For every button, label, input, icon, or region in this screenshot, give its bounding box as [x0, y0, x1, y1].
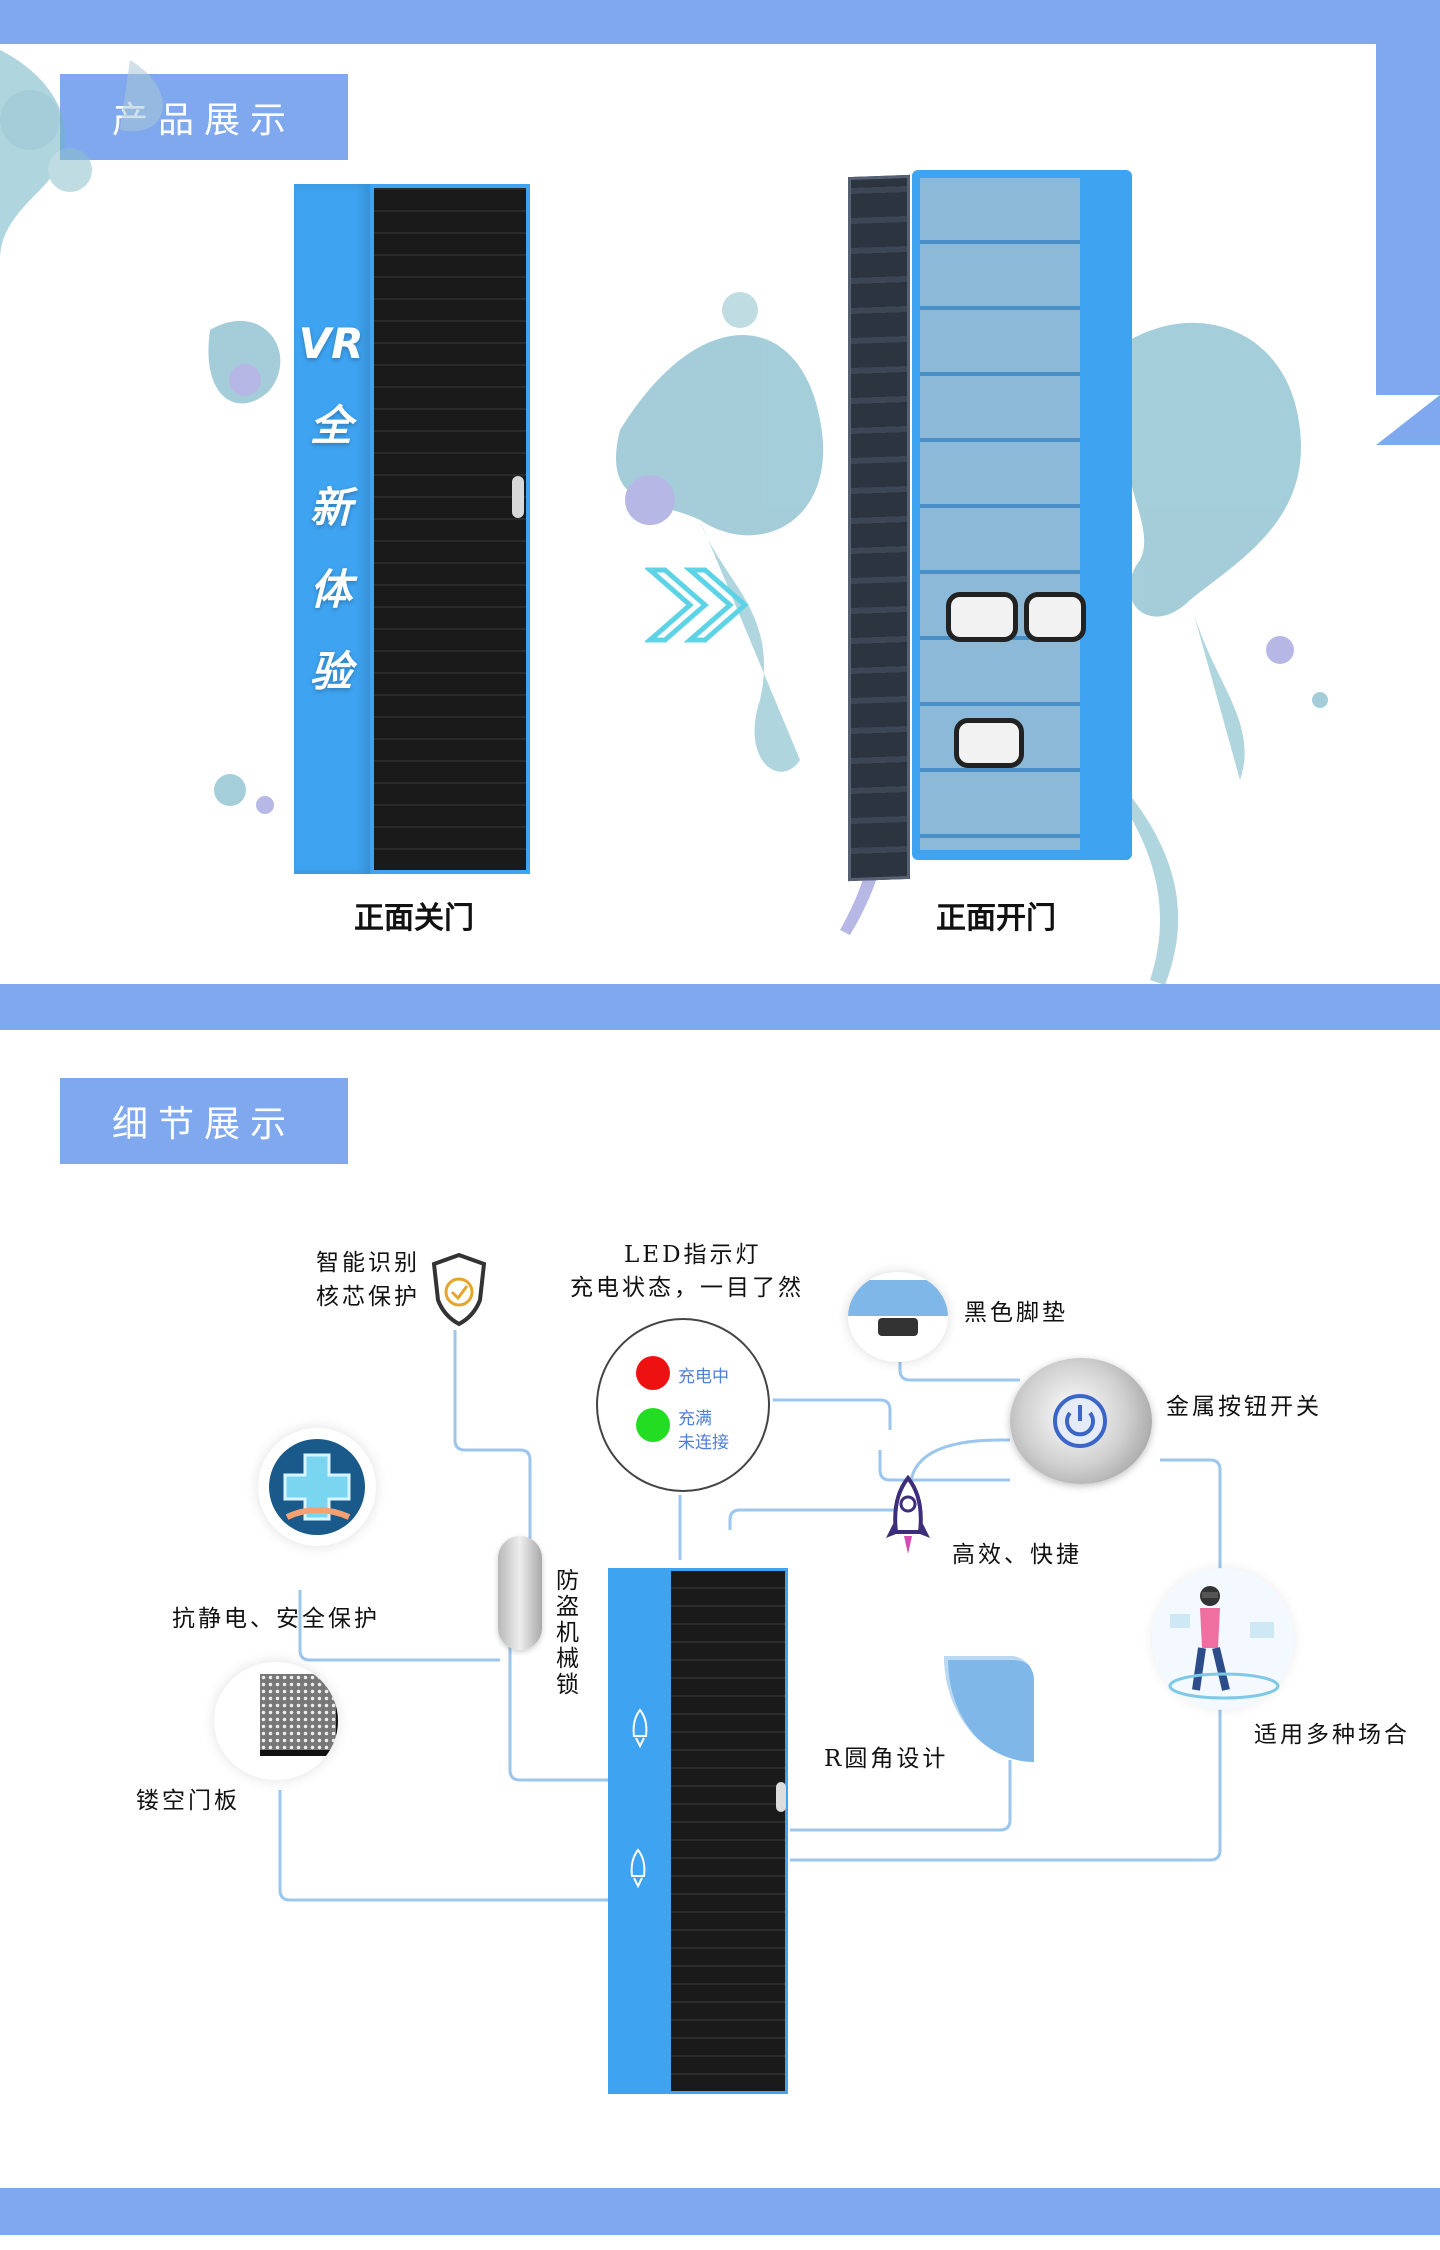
- rocket-icon: [886, 1474, 930, 1554]
- label-applicable: 适用多种场合: [1254, 1722, 1410, 1748]
- foot-pad-image: [848, 1272, 948, 1362]
- section-tag-detail: 细节展示: [60, 1078, 348, 1164]
- connector-lines: [278, 1330, 1222, 1902]
- cabinet-closed-front: [370, 184, 530, 874]
- cabinet-detail: [608, 1568, 788, 2094]
- hollow-door-plate: [260, 1674, 338, 1756]
- power-icon: [1053, 1394, 1107, 1448]
- hollow-door-image: [214, 1662, 338, 1780]
- vr-headset-image: [954, 718, 1024, 768]
- slogan-quan: 全: [309, 401, 352, 450]
- vr-user-image: [1152, 1568, 1294, 1710]
- antistatic-image: [258, 1428, 376, 1546]
- led-disconnected-text: 未连接: [678, 1433, 729, 1453]
- label-hollow-door: 镂空门板: [136, 1788, 240, 1814]
- label-led-subtitle: 充电状态，一目了然: [570, 1275, 804, 1301]
- section-title-detail: 细节展示: [111, 1104, 296, 1145]
- label-antistatic: 抗静电、安全保护: [172, 1606, 380, 1632]
- top-band: [0, 0, 1440, 44]
- shield-check-icon: [431, 1252, 487, 1327]
- slogan-ti: 体: [309, 565, 352, 614]
- foot-pad-blue: [848, 1280, 948, 1316]
- label-lock-3: 机: [556, 1620, 582, 1646]
- middle-band: [0, 984, 1440, 1030]
- slogan-yan: 验: [309, 647, 352, 696]
- bottom-band: [0, 2188, 1440, 2235]
- label-r-corner: R圆角设计: [824, 1746, 949, 1772]
- led-indicator-panel: 充电中 充满 未连接: [596, 1318, 770, 1492]
- label-metal-button: 金属按钮开关: [1166, 1394, 1322, 1420]
- cabinet-detail-front: [668, 1568, 788, 2094]
- vr-headset-image: [946, 592, 1018, 642]
- label-lock-5: 锁: [556, 1672, 582, 1698]
- vr-headset-image: [1024, 592, 1086, 642]
- slogan-xin: 新: [309, 483, 352, 532]
- door-handle[interactable]: [776, 1782, 786, 1812]
- led-full-text: 充满: [678, 1409, 712, 1429]
- caption-open: 正面开门: [936, 901, 1056, 936]
- slogan-vr: VR: [298, 319, 364, 368]
- label-lock-2: 盗: [556, 1594, 582, 1620]
- rocket-icon: [632, 1708, 648, 1748]
- foot-pad-black: [878, 1318, 918, 1336]
- paint-splash-decoration: [0, 50, 1328, 985]
- led-charging-text: 充电中: [678, 1367, 729, 1387]
- label-lock-4: 械: [556, 1646, 582, 1672]
- led-green-dot: [636, 1408, 670, 1442]
- led-red-dot: [636, 1356, 670, 1390]
- cabinet-detail-side: [608, 1568, 670, 2094]
- rocket-icon: [630, 1848, 646, 1888]
- label-led-title: LED指示灯: [624, 1242, 762, 1268]
- door-handle[interactable]: [512, 476, 524, 518]
- vr-person-icon: [1168, 1586, 1280, 1700]
- cabinet-open: [848, 170, 1132, 884]
- label-efficient: 高效、快捷: [952, 1542, 1082, 1568]
- right-band-decoration: [1376, 0, 1440, 445]
- label-lock-1: 防: [556, 1568, 582, 1594]
- label-smart-protect-1: 智能识别: [316, 1250, 420, 1276]
- double-chevron-right-icon: [645, 567, 749, 643]
- cabinet-closed-side: [294, 184, 370, 874]
- label-smart-protect-2: 核芯保护: [316, 1284, 420, 1310]
- metal-button-image: [1010, 1358, 1152, 1484]
- label-black-pad: 黑色脚垫: [964, 1300, 1068, 1326]
- medical-cross-icon: [269, 1439, 365, 1535]
- anti-theft-lock-image[interactable]: [498, 1536, 542, 1650]
- cabinet-closed: [294, 184, 530, 874]
- cabinet-open-door: [848, 174, 910, 882]
- caption-closed: 正面关门: [354, 901, 474, 936]
